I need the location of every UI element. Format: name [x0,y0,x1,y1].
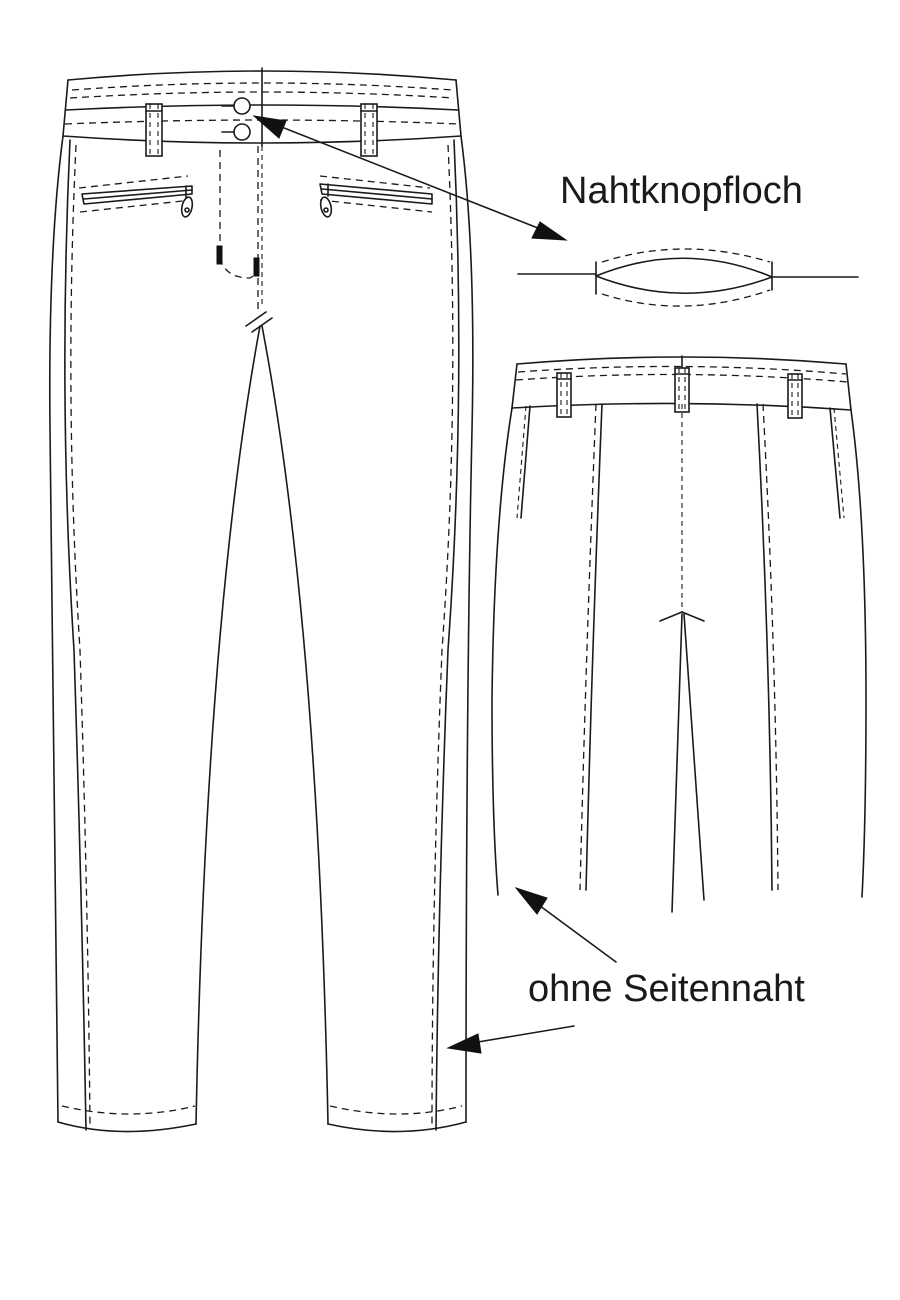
trousers-back-view [491,355,867,913]
front-right-leg [261,135,474,1133]
front-zip-pocket-left [78,175,194,218]
trousers-front-view [48,67,474,1133]
back-belt-loop-center [674,367,690,413]
front-fly [216,146,273,333]
front-belt-loop-right [360,103,378,157]
buttonhole-detail [517,248,859,307]
front-belt-loop-left [145,103,163,157]
back-belt-loop-right [787,373,803,419]
back-outline [491,407,867,898]
front-zip-pocket-right [319,175,433,218]
back-seams [579,403,779,913]
front-left-leg [48,135,261,1133]
label-no-side-seam: ohne Seitennaht [528,968,805,1010]
back-side-darts [516,405,845,519]
front-button-top [221,97,251,115]
front-waistband [62,67,462,147]
back-belt-loop-left [556,372,572,418]
arrow-to-buttonhole [252,115,568,241]
front-button-bottom [221,123,251,141]
arrow-to-back-side [514,887,617,963]
arrow-to-front-side [446,1025,575,1054]
label-buttonhole: Nahtknopfloch [560,170,803,212]
